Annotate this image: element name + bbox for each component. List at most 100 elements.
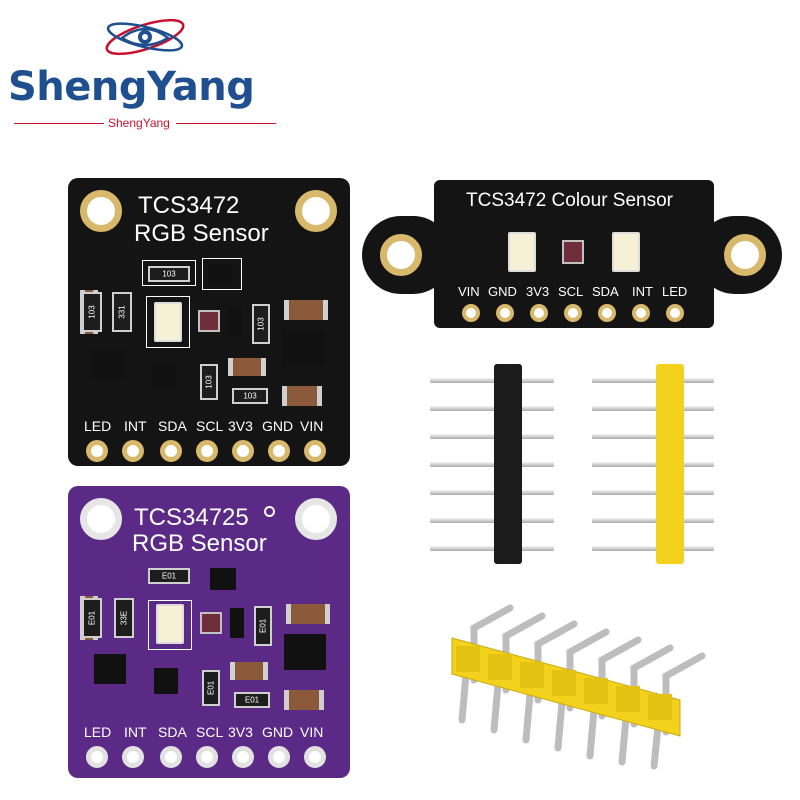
pin-label-gnd: GND xyxy=(262,724,294,740)
pin-pad xyxy=(160,746,182,768)
board-subtitle: RGB Sensor xyxy=(134,220,269,247)
pin-label-sda: SDA xyxy=(158,724,187,740)
degree-dot-mark xyxy=(264,506,275,517)
transistor-chip xyxy=(152,364,176,390)
pin-header-yellow xyxy=(592,364,714,564)
pin-label-vin: VIN xyxy=(300,418,324,434)
mounting-hole xyxy=(724,234,766,276)
transistor-chip xyxy=(92,350,124,380)
resistor: 103 xyxy=(148,266,190,282)
right-angle-pin-header xyxy=(451,604,706,770)
mounting-hole xyxy=(80,498,122,540)
pin-pad xyxy=(496,304,514,322)
header-pin xyxy=(592,490,714,495)
header-pin xyxy=(592,406,714,411)
resistor: 33E xyxy=(114,598,134,638)
header-pin xyxy=(430,406,554,411)
pin-label-led: LED xyxy=(84,724,112,740)
pin-pad xyxy=(598,304,616,322)
mounting-hole xyxy=(380,234,422,276)
pin-label-int: INT xyxy=(632,284,653,299)
component-outline xyxy=(148,600,192,650)
transistor-chip xyxy=(94,654,126,684)
pin-label-vin: VIN xyxy=(300,724,324,740)
transistor-chip xyxy=(208,264,232,284)
pin-pad xyxy=(304,746,326,768)
white-led xyxy=(154,302,182,342)
pin-label-gnd: GND xyxy=(488,284,517,299)
resistor: E01 xyxy=(82,598,102,638)
pin-header-black xyxy=(430,364,554,564)
pin-label-scl: SCL xyxy=(196,418,224,434)
pin-label-3v3: 3V3 xyxy=(228,724,253,740)
pin-pad xyxy=(86,440,108,462)
component-outline xyxy=(202,258,242,290)
capacitor xyxy=(286,604,330,624)
tcs34725-rgb-sensor-board: TCS34725 RGB Sensor E01 E01 33E E01 E01 … xyxy=(68,486,350,778)
pin-label-sda: SDA xyxy=(158,418,187,434)
resistor: E01 xyxy=(254,606,272,646)
brand-logo: ShengYang ShengYang xyxy=(0,0,290,140)
board-title: TCS34725 xyxy=(134,504,249,531)
ic-chip xyxy=(230,608,244,638)
color-sensor-chip xyxy=(562,240,584,264)
pin-label-int: INT xyxy=(124,418,147,434)
pin-pad xyxy=(196,746,218,768)
header-pin xyxy=(592,546,714,551)
pin-label-led: LED xyxy=(84,418,112,434)
header-pin xyxy=(592,434,714,439)
header-pin xyxy=(430,490,554,495)
component-outline xyxy=(146,296,190,348)
header-plastic-strip xyxy=(656,364,684,564)
pin-label-scl: SCL xyxy=(196,724,224,740)
pin-pad xyxy=(122,746,144,768)
board-title: TCS3472 xyxy=(138,192,240,219)
pin-label-vin: VIN xyxy=(458,284,480,299)
ic-chip xyxy=(228,306,242,336)
pin-pad xyxy=(632,304,650,322)
capacitor xyxy=(282,386,322,406)
pin-pad xyxy=(304,440,326,462)
resistor: E01 xyxy=(234,692,270,708)
color-sensor-chip xyxy=(200,612,222,634)
header-pin xyxy=(592,378,714,383)
eye-orbit-logo-icon xyxy=(105,18,185,56)
color-sensor-chip xyxy=(198,310,220,332)
capacitor xyxy=(284,300,328,320)
brand-subtitle: ShengYang xyxy=(104,116,174,130)
pin-label-sda: SDA xyxy=(592,284,619,299)
regulator-chip xyxy=(282,330,324,366)
resistor: 103 xyxy=(200,364,218,400)
brand-divider-right xyxy=(176,123,276,124)
mounting-hole xyxy=(295,498,337,540)
resistor: 331 xyxy=(112,292,132,332)
pin-pad xyxy=(268,746,290,768)
capacitor xyxy=(228,358,266,376)
tcs3472-colour-sensor-board: TCS3472 Colour Sensor VIN GND 3V3 SCL SD… xyxy=(362,180,782,330)
header-pin xyxy=(430,378,554,383)
component-outline xyxy=(142,260,196,286)
header-pin xyxy=(592,518,714,523)
capacitor xyxy=(284,690,324,710)
pin-pad xyxy=(462,304,480,322)
transistor-chip xyxy=(210,568,236,590)
white-led xyxy=(612,232,640,272)
pin-pad xyxy=(160,440,182,462)
resistor: 103 xyxy=(82,292,102,332)
pin-pad xyxy=(666,304,684,322)
tcs3472-rgb-sensor-board: TCS3472 RGB Sensor 103 103 331 103 103 1… xyxy=(68,178,350,466)
pin-label-int: INT xyxy=(124,724,147,740)
header-pin xyxy=(430,434,554,439)
pin-pad xyxy=(196,440,218,462)
pin-pad xyxy=(530,304,548,322)
pin-pad xyxy=(86,746,108,768)
mounting-hole xyxy=(295,190,337,232)
pin-pad xyxy=(122,440,144,462)
resistor: E01 xyxy=(202,670,220,706)
brand-name: ShengYang xyxy=(8,64,255,110)
pin-pad xyxy=(564,304,582,322)
white-led xyxy=(156,604,184,644)
pin-pad xyxy=(268,440,290,462)
pin-label-led: LED xyxy=(662,284,688,299)
pin-pad xyxy=(232,440,254,462)
